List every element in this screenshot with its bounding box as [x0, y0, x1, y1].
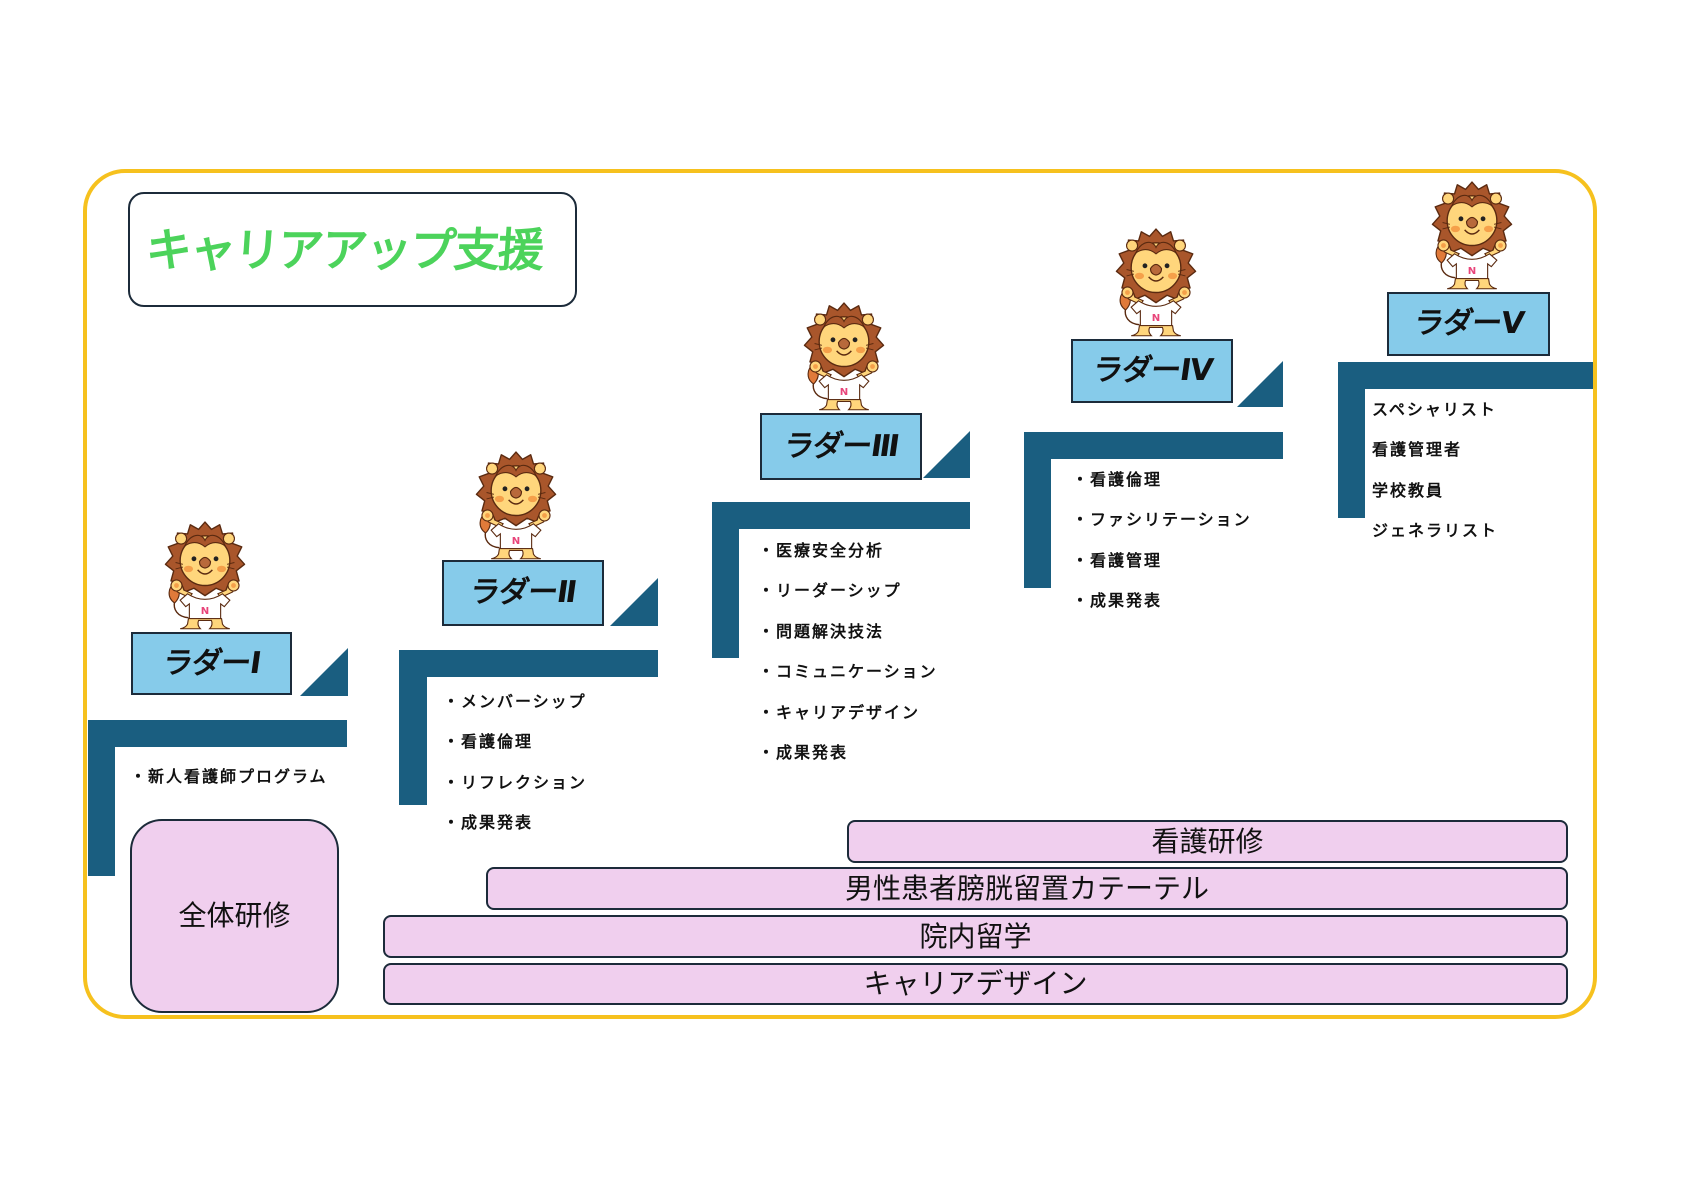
training-bar-label: キャリアデザイン	[863, 967, 1088, 1000]
training-bar-internal-study: 院内留学	[383, 915, 1568, 958]
lion-mascot-icon	[798, 297, 890, 413]
ladder-5-step-tread	[1338, 362, 1593, 389]
ladder-1-step-tread	[88, 720, 347, 747]
ladder-3-step-triangle	[923, 431, 970, 478]
list-item: ・成果発表	[758, 742, 849, 762]
list-item: スペシャリスト	[1372, 400, 1497, 419]
ladder-2-step-triangle	[610, 578, 658, 626]
ladder-4-step-riser	[1024, 432, 1051, 588]
ladder-2-label: ラダーⅡ	[442, 560, 604, 626]
lion-mascot-icon	[159, 516, 251, 632]
list-item: 看護管理者	[1372, 440, 1463, 460]
list-item: ・問題解決技法	[758, 621, 885, 641]
list-item: ・キャリアデザイン	[758, 702, 921, 722]
lion-mascot-icon	[1110, 223, 1202, 339]
ladder-2-step-riser	[399, 650, 427, 805]
lion-mascot-icon	[470, 446, 562, 562]
outer-frame	[83, 169, 1597, 1019]
ladder-2-label-text: ラダーⅡ	[467, 575, 579, 610]
list-item: ・成果発表	[1072, 591, 1163, 611]
page-title: キャリアアップ支援	[144, 222, 544, 277]
list-item: ・リフレクション	[443, 772, 588, 792]
ladder-1-label: ラダーⅠ	[131, 632, 292, 695]
list-item: ・新人看護師プログラム	[130, 767, 328, 786]
overall-training-box: 全体研修	[130, 819, 339, 1013]
list-item: 学校教員	[1372, 480, 1445, 500]
title-box: キャリアアップ支援	[128, 192, 577, 307]
list-item: ・コミュニケーション	[758, 662, 938, 682]
ladder-4-step-triangle	[1237, 361, 1283, 407]
ladder-2-step-tread	[399, 650, 658, 677]
list-item: ・医療安全分析	[758, 541, 885, 560]
ladder-3-step-tread	[712, 502, 970, 529]
training-bar-label: 看護研修	[1151, 824, 1264, 858]
ladder-3-label-text: ラダーⅢ	[781, 428, 901, 464]
ladder-5-list: スペシャリスト 看護管理者 学校教員 ジェネラリスト	[1372, 390, 1498, 552]
list-item: ・ファシリテーション	[1072, 510, 1252, 530]
ladder-4-list: ・看護倫理 ・ファシリテーション ・看護管理 ・成果発表	[1072, 460, 1252, 622]
ladder-5-label: ラダーⅤ	[1387, 292, 1550, 356]
ladder-3-step-riser	[712, 502, 739, 658]
training-bar-label: 男性患者膀胱留置カテーテル	[844, 871, 1209, 905]
list-item: ・リーダーシップ	[758, 581, 902, 601]
ladder-5-step-riser	[1338, 362, 1365, 518]
lion-mascot-icon	[1426, 176, 1518, 292]
training-bar-career-design: キャリアデザイン	[383, 963, 1568, 1005]
ladder-1-step-riser	[88, 720, 115, 876]
ladder-1-step-triangle	[300, 648, 348, 696]
list-item: ・看護管理	[1072, 550, 1163, 570]
ladder-1-list: ・新人看護師プログラム	[130, 757, 328, 797]
overall-training-label: 全体研修	[178, 899, 291, 932]
list-item: ・看護倫理	[1072, 470, 1163, 489]
training-bar-catheter: 男性患者膀胱留置カテーテル	[486, 867, 1568, 910]
ladder-4-step-tread	[1024, 432, 1283, 459]
ladder-4-label: ラダーⅣ	[1071, 339, 1233, 403]
list-item: ジェネラリスト	[1372, 521, 1499, 541]
list-item: ・成果発表	[443, 813, 534, 833]
list-item: ・看護倫理	[443, 732, 534, 752]
ladder-4-label-text: ラダーⅣ	[1090, 353, 1215, 388]
list-item: ・メンバーシップ	[443, 692, 587, 711]
ladder-2-list: ・メンバーシップ ・看護倫理 ・リフレクション ・成果発表	[443, 682, 587, 844]
training-bar-nursing: 看護研修	[847, 820, 1568, 863]
training-bar-label: 院内留学	[919, 919, 1032, 953]
ladder-5-label-text: ラダーⅤ	[1411, 306, 1526, 341]
ladder-3-list: ・医療安全分析 ・リーダーシップ ・問題解決技法 ・コミュニケーション ・キャリ…	[758, 531, 938, 773]
ladder-1-label-text: ラダーⅠ	[160, 645, 263, 681]
ladder-3-label: ラダーⅢ	[760, 413, 922, 480]
